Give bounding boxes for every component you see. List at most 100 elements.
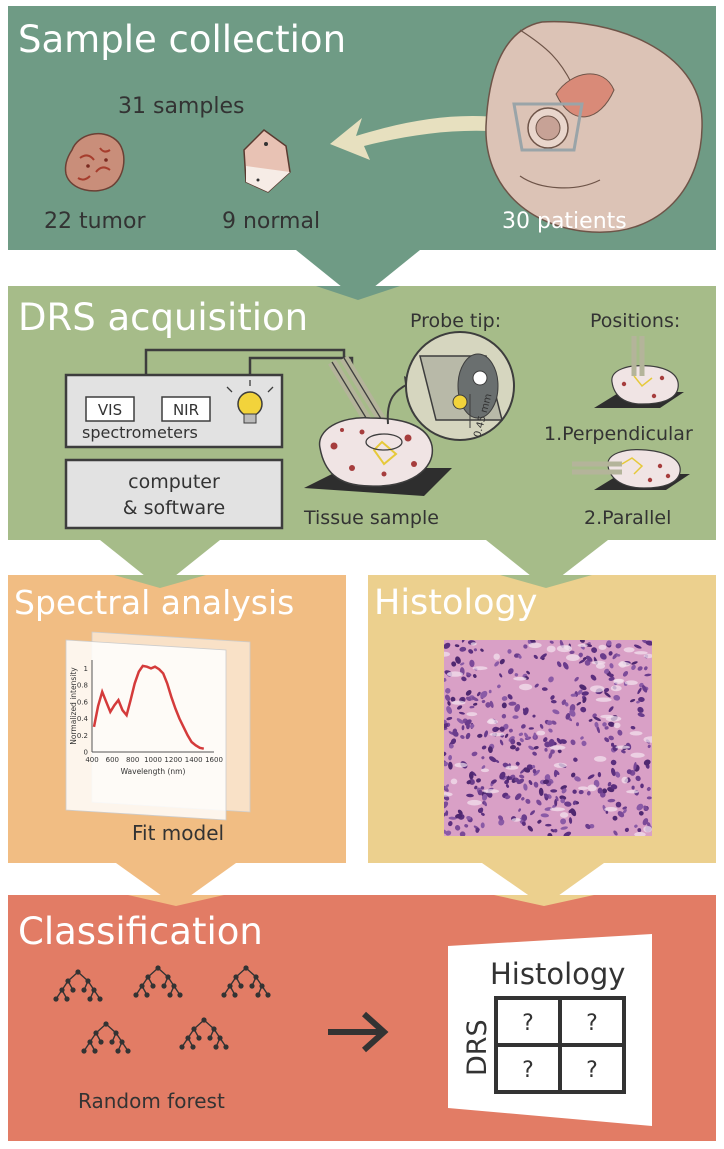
probe-tip-zoom <box>405 331 515 441</box>
tumor-sample-icon <box>64 132 125 192</box>
histology-cell-nucleus <box>444 761 449 767</box>
histology-cell-nucleus <box>481 745 487 750</box>
histology-cell-nucleus <box>473 702 478 706</box>
histology-cell-nucleus <box>579 640 585 643</box>
chart-x-tick-label: 1000 <box>144 756 162 764</box>
tree-node <box>145 974 151 980</box>
histology-cell-nucleus <box>593 716 601 722</box>
histology-cell-nucleus <box>457 809 463 815</box>
histology-cell-nucleus <box>624 827 629 833</box>
histology-cell-nucleus <box>460 662 465 666</box>
decision-tree-icon <box>81 1021 131 1054</box>
histology-stroma-spot <box>454 762 468 768</box>
histology-cell-nucleus <box>515 747 520 752</box>
histology-cell-nucleus <box>508 728 513 733</box>
collection-arrow <box>330 116 506 160</box>
tree-node <box>81 987 87 993</box>
histology-cell-nucleus <box>580 736 584 740</box>
tree-node <box>85 978 91 984</box>
histology-cell-nucleus <box>446 716 453 721</box>
histology-cell-nucleus <box>557 749 562 754</box>
histology-stroma-spot <box>618 662 631 667</box>
histology-cell-nucleus <box>474 785 478 790</box>
histology-cell-nucleus <box>507 649 512 654</box>
tree-node <box>53 996 59 1002</box>
histology-cell-nucleus <box>451 661 457 667</box>
tree-node <box>64 996 70 1002</box>
histology-cell-nucleus <box>636 803 644 811</box>
histology-cell-nucleus <box>477 789 483 796</box>
chart-x-tick-label: 1600 <box>205 756 223 764</box>
chart-y-tick-label: 0.4 <box>77 715 89 723</box>
position-2-label: 2.Parallel <box>584 507 671 529</box>
chart-y-tick-label: 0.6 <box>77 698 89 706</box>
histology-stroma-spot <box>489 732 505 737</box>
histology-cell-nucleus <box>640 783 644 789</box>
histology-cell-nucleus <box>626 769 632 775</box>
histology-cell-nucleus <box>560 818 567 825</box>
histology-cell-nucleus <box>608 676 615 681</box>
histology-cell-nucleus <box>607 781 612 787</box>
histology-cell-nucleus <box>549 640 554 644</box>
histology-stroma-spot <box>519 683 533 691</box>
histology-stroma-spot <box>621 776 629 784</box>
tree-node <box>87 1039 93 1045</box>
histology-stroma-spot <box>493 653 500 660</box>
histology-cell-nucleus <box>577 689 583 695</box>
histology-cell-nucleus <box>637 706 644 713</box>
histology-stroma-spot <box>444 792 453 797</box>
histology-cell-nucleus <box>544 774 551 782</box>
histology-cell-nucleus <box>487 746 493 753</box>
histology-stroma-spot <box>480 768 490 773</box>
matrix-cell-2: ? <box>586 1011 598 1036</box>
tree-node <box>59 987 65 993</box>
histology-cell-nucleus <box>514 704 521 712</box>
histology-cell-nucleus <box>518 732 524 737</box>
histology-cell-nucleus <box>537 819 542 824</box>
histology-cell-nucleus <box>447 700 451 706</box>
histology-cell-nucleus <box>461 725 465 731</box>
position-1-label: 1.Perpendicular <box>544 423 693 445</box>
histology-cell-nucleus <box>498 815 504 821</box>
histology-cell-nucleus <box>571 772 576 778</box>
perpendicular-position-icon <box>594 336 684 408</box>
histology-stroma-spot <box>604 807 618 812</box>
histology-stroma-spot <box>488 718 495 724</box>
histology-cell-nucleus <box>519 738 524 743</box>
tree-node <box>253 974 259 980</box>
histology-cell-nucleus <box>550 789 558 793</box>
histology-cell-nucleus <box>572 789 577 794</box>
histology-stroma-spot <box>578 786 588 790</box>
histology-cell-nucleus <box>506 775 510 782</box>
computer-label: computer <box>128 471 220 493</box>
histology-cell-nucleus <box>615 771 621 778</box>
histology-cell-nucleus <box>556 661 562 668</box>
histology-cell-nucleus <box>481 812 485 816</box>
tissue-sample-label: Tissue sample <box>303 507 439 529</box>
histology-cell-nucleus <box>570 739 576 746</box>
histology-cell-nucleus <box>448 731 454 735</box>
histology-cell-nucleus <box>461 676 467 682</box>
histology-cell-nucleus <box>570 693 577 697</box>
histology-cell-nucleus <box>533 746 539 750</box>
histology-cell-nucleus <box>602 788 608 794</box>
histology-cell-nucleus <box>570 808 577 817</box>
histology-stroma-spot <box>577 643 588 648</box>
histology-cell-nucleus <box>464 719 472 726</box>
histology-stroma-spot <box>546 645 556 653</box>
histology-cell-nucleus <box>543 793 549 798</box>
histology-cell-nucleus <box>536 799 542 806</box>
histology-cell-nucleus <box>466 672 472 676</box>
histology-cell-nucleus <box>501 696 508 701</box>
tree-node <box>201 1017 207 1023</box>
histology-cell-nucleus <box>637 712 645 717</box>
histology-cell-nucleus <box>521 821 526 826</box>
histology-cell-nucleus <box>622 809 627 814</box>
spectrum-series-line-1 <box>92 664 205 750</box>
histology-stroma-spot <box>467 799 482 806</box>
histology-cell-nucleus <box>631 785 635 790</box>
tree-node <box>177 992 183 998</box>
histology-cell-nucleus <box>622 670 629 677</box>
